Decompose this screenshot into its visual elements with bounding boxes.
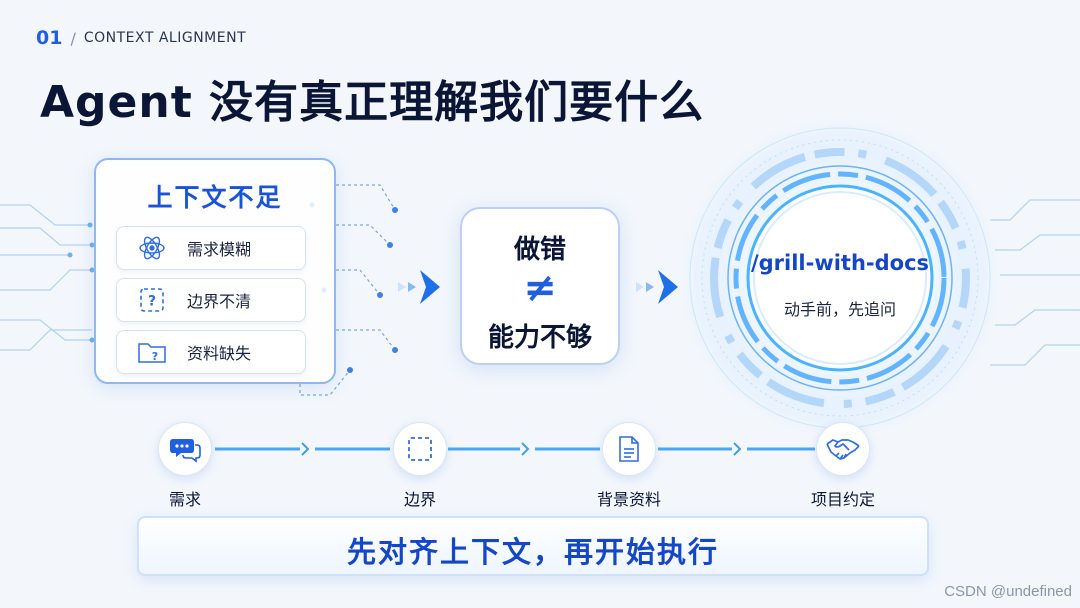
step-background-docs: 背景资料: [569, 422, 689, 510]
mistake-not-ability-card: 做错 ≠ 能力不够: [460, 207, 620, 365]
step-conventions: 项目约定: [783, 422, 903, 510]
chat-bubbles-icon: [158, 422, 212, 476]
item-label: 边界不清: [187, 292, 252, 311]
command-caption: 动手前，先追问: [783, 300, 896, 319]
list-item: ? 资料缺失: [116, 330, 306, 374]
section-label: CONTEXT ALIGNMENT: [83, 30, 247, 46]
section-kicker: 01 / CONTEXT ALIGNMENT: [36, 27, 246, 49]
not-equal-symbol: ≠: [523, 265, 557, 311]
document-icon: [602, 422, 656, 476]
command-name: /grill-with-docs: [750, 251, 930, 275]
card-title: 上下文不足: [147, 183, 283, 212]
context-insufficient-card: 上下文不足 需求模糊 ? 边界不清 ? 资料缺失: [94, 158, 336, 384]
card-bottom-text: 能力不够: [487, 323, 592, 353]
tangle-icon: [117, 233, 187, 263]
step-label: 项目约定: [810, 490, 875, 509]
conclusion-banner: 先对齐上下文，再开始执行: [137, 516, 929, 576]
card-top-text: 做错: [513, 235, 566, 265]
item-label: 资料缺失: [187, 344, 252, 363]
step-label: 边界: [403, 490, 436, 509]
banner-text: 先对齐上下文，再开始执行: [346, 535, 719, 569]
watermark: CSDN @undefined: [944, 583, 1072, 600]
handshake-icon: [816, 422, 870, 476]
section-number: 01: [36, 27, 63, 49]
list-item: 需求模糊: [116, 226, 306, 270]
svg-text:?: ?: [152, 350, 158, 363]
svg-text:?: ?: [148, 294, 156, 310]
list-item: ? 边界不清: [116, 278, 306, 322]
section-divider: /: [70, 28, 76, 48]
item-label: 需求模糊: [187, 240, 252, 259]
question-box-icon: ?: [117, 286, 187, 314]
page-title: Agent 没有真正理解我们要什么: [40, 77, 705, 128]
folder-question-icon: ?: [117, 338, 187, 366]
step-boundary: 边界: [360, 422, 480, 510]
dashed-square-icon: [393, 422, 447, 476]
step-requirements: 需求: [125, 422, 245, 510]
step-label: 背景资料: [596, 490, 661, 509]
step-label: 需求: [168, 490, 201, 509]
